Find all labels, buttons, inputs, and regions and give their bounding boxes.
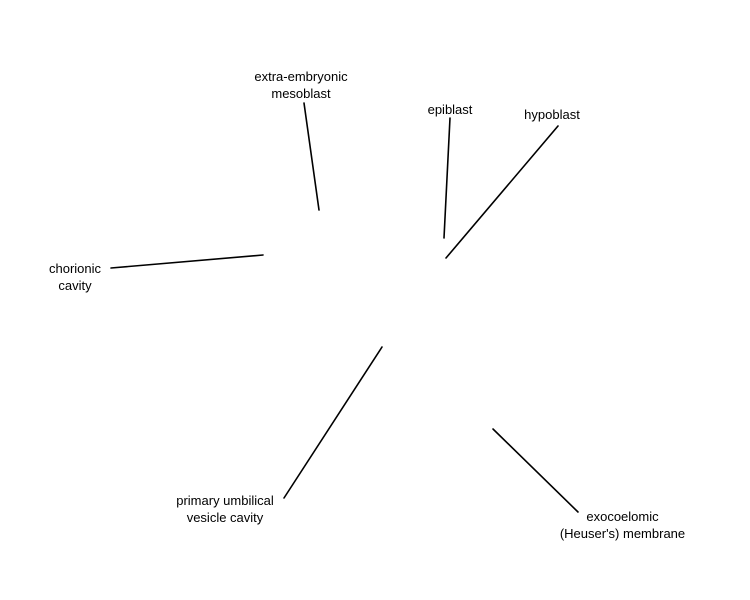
label-line: chorionic (48, 261, 102, 276)
leader-line-exocoelomic-membrane (492, 428, 579, 513)
label-line: mesoblast (271, 86, 331, 101)
label-line: vesicle cavity (186, 510, 264, 525)
leader-line-primary-umbilical-vesicle-cavity (283, 346, 383, 499)
label-line: cavity (58, 278, 92, 293)
label-line: exocoelomic (586, 509, 659, 524)
label-extra-embryonic-mesoblast: extra-embryonic mesoblast (226, 68, 376, 102)
label-line: epiblast (427, 102, 473, 117)
label-hypoblast: hypoblast (507, 106, 597, 123)
leader-line-epiblast (443, 117, 451, 239)
label-line: hypoblast (524, 107, 580, 122)
label-line: extra-embryonic (254, 69, 348, 84)
label-line: (Heuser's) membrane (559, 526, 686, 541)
leader-line-chorionic-cavity (110, 254, 264, 269)
leader-line-hypoblast (445, 125, 559, 259)
leader-line-extra-embryonic-mesoblast (303, 102, 320, 211)
label-epiblast: epiblast (410, 101, 490, 118)
label-primary-umbilical-vesicle-cavity: primary umbilical vesicle cavity (150, 492, 300, 526)
label-line: primary umbilical (176, 493, 274, 508)
label-exocoelomic-membrane: exocoelomic (Heuser's) membrane (540, 508, 705, 542)
label-chorionic-cavity: chorionic cavity (30, 260, 120, 294)
